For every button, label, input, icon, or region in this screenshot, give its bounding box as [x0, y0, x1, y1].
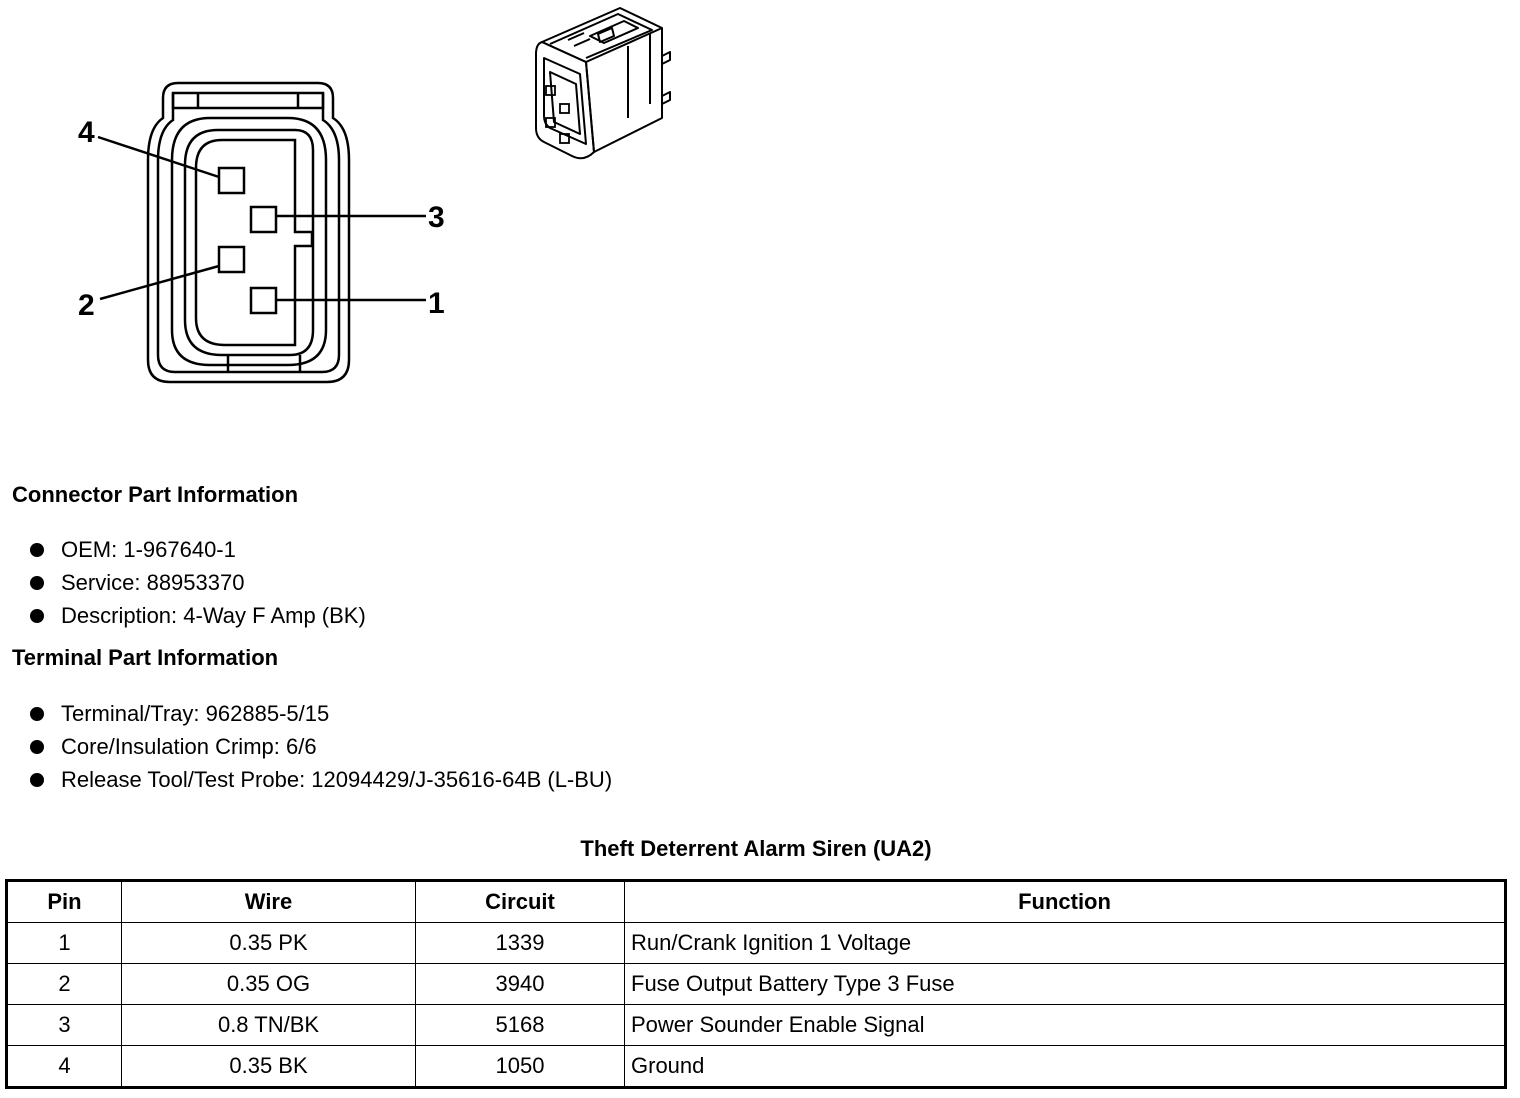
list-item: Terminal/Tray: 962885-5/15 [30, 697, 612, 730]
table-row: 3 0.8 TN/BK 5168 Power Sounder Enable Si… [6, 1004, 1506, 1046]
header-pin: Pin [6, 880, 122, 923]
header-circuit: Circuit [415, 880, 625, 923]
table-row: 2 0.35 OG 3940 Fuse Output Battery Type … [6, 963, 1506, 1005]
terminal-info-title: Terminal Part Information [12, 645, 279, 670]
terminal-info-list: Terminal/Tray: 962885-5/15 Core/Insulati… [30, 697, 612, 796]
connector-info-title: Connector Part Information [12, 482, 299, 507]
pin-label-3: 3 [428, 201, 445, 234]
callout-line-4 [97, 135, 220, 179]
latch-outline [171, 93, 325, 110]
connector-isometric-diagram [535, 7, 671, 160]
terminal-cavity-4 [217, 166, 246, 195]
housing-outline [146, 81, 351, 384]
list-item: Release Tool/Test Probe: 12094429/J-3561… [30, 763, 612, 796]
cell-function: Ground [624, 1045, 1506, 1088]
table-row: 1 0.35 PK 1339 Run/Crank Ignition 1 Volt… [6, 922, 1506, 964]
iso-front-face [535, 41, 595, 160]
table-title: Theft Deterrent Alarm Siren (UA2) [580, 836, 932, 861]
cell-pin: 2 [6, 963, 122, 1005]
cell-pin: 3 [6, 1004, 122, 1046]
list-item: Description: 4-Way F Amp (BK) [30, 599, 366, 632]
terminal-cavity-3 [249, 205, 278, 234]
cell-function: Fuse Output Battery Type 3 Fuse [624, 963, 1506, 1005]
cell-wire: 0.35 BK [121, 1045, 416, 1088]
connector-face-diagram: 4 3 2 1 [78, 81, 445, 384]
table-header-row: Pin Wire Circuit Function [6, 880, 1506, 923]
terminal-cavity-2 [217, 245, 246, 274]
housing-inner-outline [156, 91, 341, 374]
seal-outline [170, 116, 328, 367]
cavity-wall [183, 128, 315, 357]
cell-pin: 1 [6, 922, 122, 964]
cell-circuit: 5168 [415, 1004, 625, 1046]
bottom-tab [226, 355, 302, 372]
header-wire: Wire [121, 880, 416, 923]
list-item: OEM: 1-967640-1 [30, 533, 366, 566]
callout-line-2 [99, 264, 220, 301]
iso-top-face [541, 7, 663, 63]
connector-info-list: OEM: 1-967640-1 Service: 88953370 Descri… [30, 533, 366, 632]
cell-circuit: 3940 [415, 963, 625, 1005]
terminal-cavity-1 [249, 286, 278, 315]
cell-function: Power Sounder Enable Signal [624, 1004, 1506, 1046]
cell-pin: 4 [6, 1045, 122, 1088]
list-item: Service: 88953370 [30, 566, 366, 599]
pin-label-2: 2 [78, 289, 95, 322]
cell-function: Run/Crank Ignition 1 Voltage [624, 922, 1506, 964]
pin-label-4: 4 [78, 116, 95, 149]
cell-wire: 0.35 PK [121, 922, 416, 964]
pin-label-1: 1 [428, 287, 445, 320]
cavity-inner [194, 138, 314, 347]
pinout-table: Pin Wire Circuit Function 1 0.35 PK 1339… [5, 879, 1507, 1089]
header-function: Function [624, 880, 1506, 923]
list-item: Core/Insulation Crimp: 6/6 [30, 730, 612, 763]
cell-circuit: 1339 [415, 922, 625, 964]
cell-wire: 0.35 OG [121, 963, 416, 1005]
cell-wire: 0.8 TN/BK [121, 1004, 416, 1046]
table-row: 4 0.35 BK 1050 Ground [6, 1045, 1506, 1088]
cell-circuit: 1050 [415, 1045, 625, 1088]
